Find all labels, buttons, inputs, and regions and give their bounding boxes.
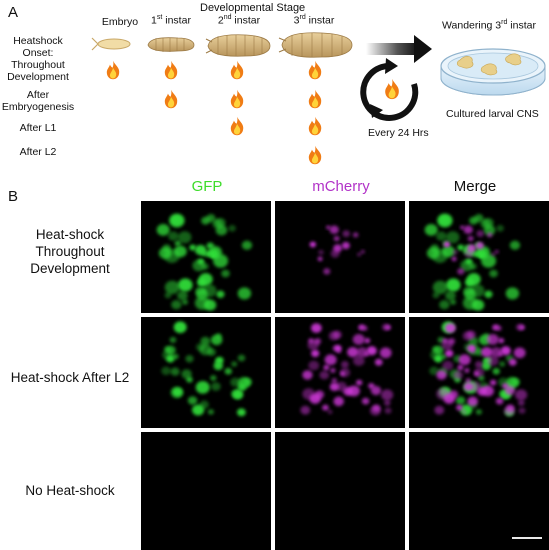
row-label-heat-shock-throughout-development: Heat-shock Throughout Development	[30, 227, 110, 276]
panel-a-illustrations	[91, 32, 546, 165]
larva-3rd-instar-illustration	[278, 32, 353, 58]
heatshock-onset-label: Heatshock Onset:	[13, 35, 63, 59]
flame-icon	[164, 89, 178, 109]
micrograph-mcherry-throughout	[275, 201, 405, 313]
row-label-after-l2: After L2	[19, 146, 57, 158]
flame-icon	[308, 60, 322, 80]
micrograph-mcherry-no-heat-shock	[275, 432, 405, 550]
micrograph-merge-no-heat-shock	[409, 432, 549, 550]
column-header-gfp: GFP	[191, 178, 223, 195]
flame-icon	[308, 145, 322, 165]
flame-grid	[106, 60, 322, 165]
row-label-after-embryogenesis: After Embryogenesis	[1, 89, 75, 113]
flame-icon	[164, 60, 178, 80]
stage-label-embryo: Embryo	[101, 16, 139, 28]
petri-dish-illustration	[440, 48, 546, 96]
developmental-stage-header: Developmental Stage	[200, 2, 306, 14]
every-24-hrs-label: Every 24 Hrs	[368, 127, 429, 139]
micrograph-gfp-throughout	[141, 201, 271, 313]
micrograph-merge-after-l2	[409, 317, 549, 428]
micrograph-gfp-after-l2	[141, 317, 271, 428]
micrograph-mcherry-after-l2	[275, 317, 405, 428]
row-label-no-heat-shock: No Heat-shock	[25, 483, 115, 498]
larva-1st-instar-illustration	[147, 37, 195, 52]
micrograph-gfp-no-heat-shock	[141, 432, 271, 550]
micrograph-merge-throughout	[409, 201, 549, 313]
flame-icon	[230, 60, 244, 80]
flame-icon	[385, 78, 399, 100]
flame-icon	[230, 116, 244, 136]
column-header-mcherry: mCherry	[312, 178, 370, 195]
row-label-after-l1: After L1	[19, 122, 57, 134]
flame-icon	[106, 60, 120, 80]
scale-bar	[512, 537, 542, 539]
flame-icon	[308, 89, 322, 109]
flame-icon	[230, 89, 244, 109]
progress-arrow	[366, 35, 432, 63]
larva-2nd-instar-illustration	[205, 34, 271, 57]
stage-label-3rd-instar: 3rd instar	[293, 14, 335, 27]
wandering-3rd-instar-label: Wandering 3rd instar	[442, 19, 536, 32]
stage-label-1st-instar: 1st instar	[151, 14, 191, 27]
flame-icon	[308, 116, 322, 136]
column-header-merge: Merge	[453, 178, 497, 195]
panel-b-letter: B	[8, 188, 19, 205]
cycle-arrow-icon	[360, 58, 419, 121]
panel-a-letter: A	[8, 4, 19, 21]
stage-label-2nd-instar: 2nd instar	[217, 14, 261, 27]
cultured-larval-cns-label: Cultured larval CNS	[446, 108, 539, 120]
embryo-illustration	[91, 37, 131, 51]
row-label-throughout-development: Throughout Development	[7, 59, 69, 83]
row-label-heat-shock-after-l2: Heat-shock After L2	[10, 370, 130, 385]
